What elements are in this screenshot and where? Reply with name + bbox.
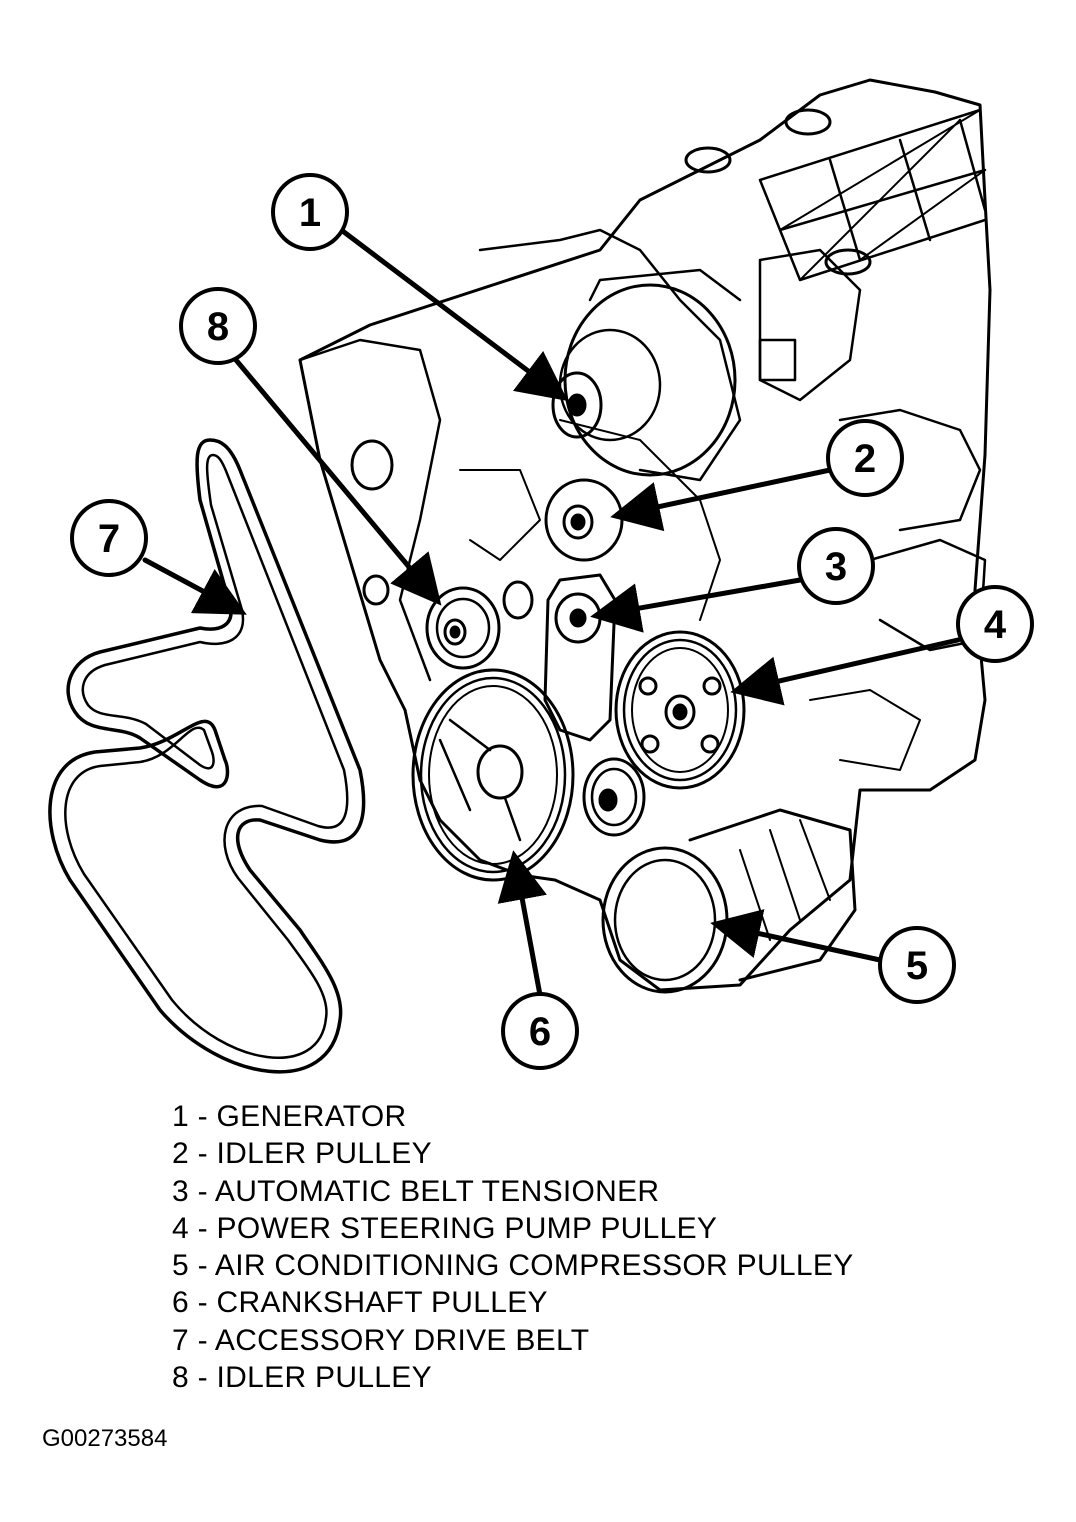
callout-2-number: 2 (854, 437, 876, 481)
engine-block (298, 78, 992, 992)
parts-legend: 1 - GENERATOR 2 - IDLER PULLEY 3 - AUTOM… (172, 1098, 854, 1396)
callout-4-number: 4 (984, 603, 1007, 647)
callout-1: 1 (271, 173, 349, 251)
callout-6: 6 (501, 992, 579, 1070)
callout-3: 3 (797, 527, 875, 605)
callout-3-number: 3 (825, 545, 847, 589)
callout-8-number: 8 (207, 305, 229, 349)
callout-5: 5 (878, 926, 956, 1004)
callout-8: 8 (179, 287, 257, 365)
callout-1-number: 1 (299, 191, 321, 235)
crankshaft-pulley (411, 668, 575, 882)
ac-compressor-pulley (601, 808, 857, 994)
legend-item: 2 - IDLER PULLEY (172, 1137, 432, 1171)
legend-item: 6 - CRANKSHAFT PULLEY (172, 1286, 548, 1320)
generator (551, 268, 742, 477)
accessory-drive-belt (48, 438, 366, 1074)
callout-6-number: 6 (529, 1010, 551, 1054)
callout-7: 7 (70, 499, 148, 577)
legend-item: 8 - IDLER PULLEY (172, 1361, 432, 1395)
small-idler-pulley (582, 757, 646, 837)
callout-7-number: 7 (98, 517, 120, 561)
legend-item: 4 - POWER STEERING PUMP PULLEY (172, 1211, 718, 1245)
upper-idler-pulley (544, 478, 624, 562)
legend-item: 1 - GENERATOR (172, 1100, 407, 1133)
callout-5-number: 5 (906, 944, 928, 988)
callout-leaders (142, 223, 961, 998)
lower-idler-pulley (425, 586, 501, 670)
legend-item: 3 - AUTOMATIC BELT TENSIONER (172, 1174, 660, 1208)
belt-tensioner (543, 573, 617, 742)
callout-2: 2 (826, 419, 904, 497)
callout-4: 4 (956, 585, 1034, 663)
legend-item: 5 - AIR CONDITIONING COMPRESSOR PULLEY (172, 1249, 854, 1283)
figure-id: G00273584 (42, 1425, 168, 1452)
power-steering-pump-pulley (614, 630, 746, 790)
engine-belt-diagram: 1 2 3 4 5 6 7 8 (48, 78, 1034, 1074)
legend-item: 7 - ACCESSORY DRIVE BELT (172, 1323, 590, 1357)
